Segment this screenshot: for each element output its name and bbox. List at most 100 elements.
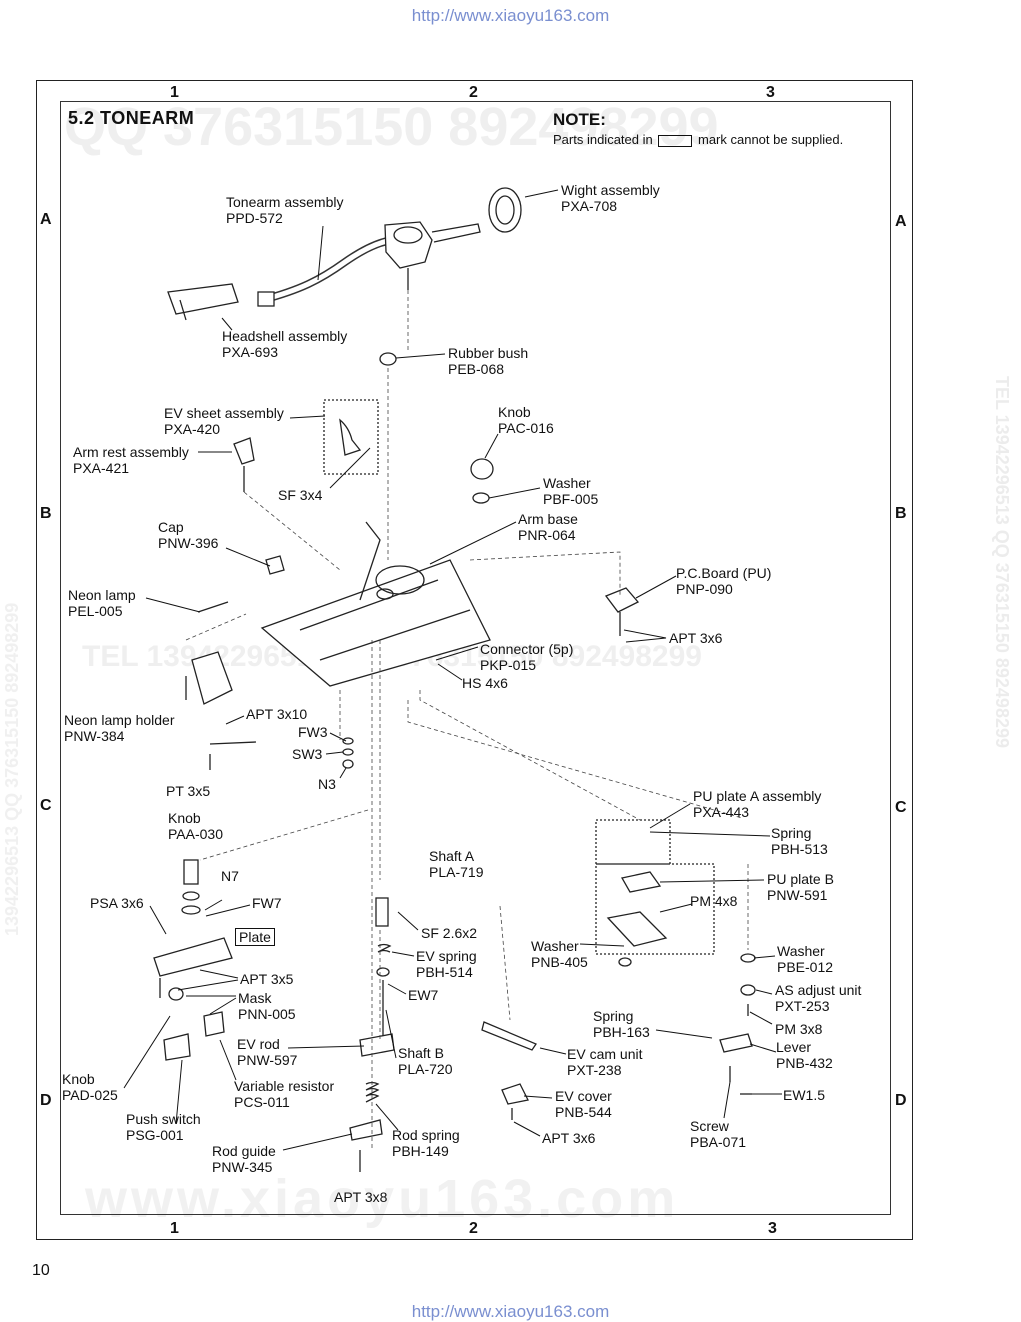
header-url[interactable]: http://www.xiaoyu163.com: [411, 6, 610, 25]
label-fw7: FW7: [252, 895, 282, 911]
cap-drawing: [265, 555, 285, 575]
tonearm-pivot-top: [393, 226, 423, 244]
label-fw3: FW3: [298, 724, 328, 740]
label-hs-4x6: HS 4x6: [462, 675, 508, 691]
pc-board-drawing: [604, 587, 640, 613]
arm-base-drawing: [260, 559, 491, 687]
shaft-a-drawing: [375, 897, 389, 927]
grid-col-3-top: 3: [766, 84, 775, 101]
ev-cam-drawing: [481, 1021, 537, 1051]
label-sf-3x4: SF 3x4: [278, 487, 323, 503]
label-pc-board: P.C.Board (PU)PNP-090: [676, 565, 772, 597]
label-sw3: SW3: [292, 746, 323, 762]
shaft-b-drawing: [359, 1033, 395, 1057]
ev-sheet-drawing: [339, 418, 362, 456]
note-box-symbol: [658, 134, 693, 147]
diagram-title: 5.2 TONEARM: [68, 108, 195, 128]
grid-row-d-right: D: [895, 1092, 907, 1109]
headshell-drawing: [167, 283, 239, 315]
rod-guide-drawing: [349, 1119, 383, 1141]
label-ew1-5: EW1.5: [783, 1087, 826, 1103]
label-plate: Plate: [235, 928, 275, 946]
note-text-after: mark cannot be supplied.: [697, 132, 844, 147]
neon-lamp-drawing: [197, 601, 229, 613]
variable-resistor-drawing: [203, 1011, 225, 1037]
lever-drawing: [719, 1033, 753, 1053]
knob-pac-drawing: [470, 458, 494, 480]
label-ew7: EW7: [408, 987, 439, 1003]
pu-plate-a-drawing: [606, 911, 668, 947]
grid-row-b-left: B: [40, 505, 52, 522]
as-adjust-drawing: [740, 984, 756, 996]
headshell-connector: [257, 291, 275, 307]
washer-pbf-drawing: [472, 492, 490, 504]
label-psa-3x6: PSA 3x6: [90, 895, 144, 911]
grid-row-c-left: C: [40, 797, 52, 814]
grid-col-1-bottom: 1: [170, 1220, 179, 1237]
note-text-before: Parts indicated in: [553, 132, 653, 147]
grid-col-2-bottom: 2: [469, 1220, 478, 1237]
note-heading: NOTE:: [553, 110, 606, 129]
tonearm-counter-shaft: [431, 223, 481, 243]
label-n3: N3: [318, 776, 336, 792]
grid-row-c-right: C: [895, 799, 907, 816]
label-connector: Connector (5p)PKP-015: [480, 641, 574, 673]
neon-lamp-holder-drawing: [191, 651, 233, 705]
label-sf-2-6x2: SF 2.6x2: [421, 925, 478, 941]
grid-row-b-right: B: [895, 505, 907, 522]
arm-rest-drawing: [233, 437, 255, 465]
label-pt-3x5: PT 3x5: [166, 783, 211, 799]
footer-url[interactable]: http://www.xiaoyu163.com: [411, 1302, 610, 1321]
push-switch-drawing: [163, 1033, 191, 1061]
rubber-bush-drawing: [379, 352, 397, 366]
pu-plate-box: [595, 819, 671, 865]
grid-col-1-top: 1: [170, 84, 179, 101]
grid-row-a-right: A: [895, 213, 907, 230]
knob-paa-drawing: [183, 859, 199, 885]
label-apt-3x8: APT 3x8: [334, 1189, 388, 1205]
label-pm-3x8: PM 3x8: [775, 1021, 823, 1037]
ev-cover-drawing: [501, 1083, 529, 1105]
weight-assembly-drawing: [488, 187, 522, 233]
label-n7: N7: [221, 868, 239, 884]
ev-spring-drawing: [377, 943, 392, 953]
label-apt-3x10: APT 3x10: [246, 706, 308, 722]
watermark-qq: QQ 376315150 892498299: [64, 97, 719, 157]
label-apt-3x5: APT 3x5: [240, 971, 294, 987]
label-apt-3x6-bottom: APT 3x6: [542, 1130, 596, 1146]
grid-row-a-left: A: [40, 211, 52, 228]
pu-plate-b-drawing: [620, 871, 662, 893]
label-pm-4x8: PM 4x8: [690, 893, 738, 909]
note-text: Parts indicated in mark cannot be suppli…: [553, 132, 843, 147]
page-number: 10: [32, 1262, 50, 1279]
grid-row-d-left: D: [40, 1092, 52, 1109]
